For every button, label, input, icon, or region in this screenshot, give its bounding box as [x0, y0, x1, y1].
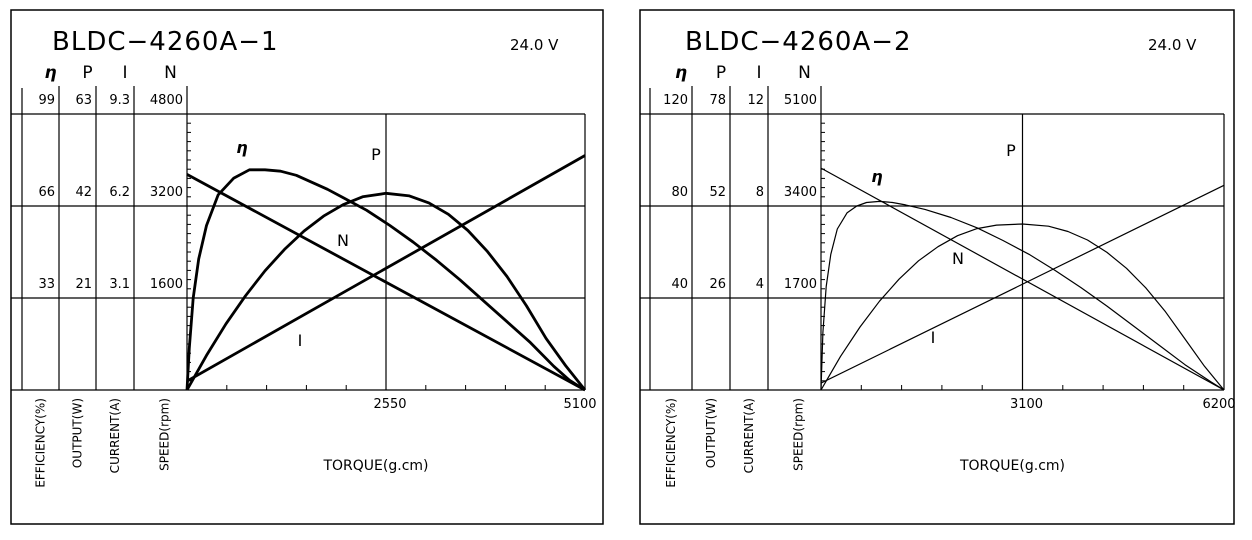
- scale-value: 42: [75, 185, 92, 200]
- scale-value: 4800: [150, 93, 183, 108]
- series-label: N: [952, 249, 964, 268]
- scale-value: 78: [709, 93, 726, 108]
- scale-value: 5100: [784, 93, 817, 108]
- series-label: P: [1006, 141, 1016, 160]
- chart-title: BLDC−4260A−1: [52, 27, 279, 57]
- scale-value: 40: [671, 277, 688, 292]
- scale-header: η: [44, 63, 56, 83]
- series-line: [820, 223, 1225, 391]
- scale-value: 63: [75, 93, 92, 108]
- scale-header: N: [798, 63, 811, 83]
- scale-header: N: [164, 63, 177, 83]
- chart-frame: [10, 9, 604, 525]
- x-tick-label: 5100: [563, 397, 596, 412]
- series-line: [186, 173, 586, 392]
- voltage-label: 24.0 V: [510, 36, 559, 54]
- scale-header: I: [756, 63, 761, 83]
- scale-value: 3.1: [109, 277, 130, 292]
- series-label: η: [236, 138, 247, 157]
- series-label: N: [337, 231, 349, 250]
- chart-frame: [639, 9, 1235, 525]
- scale-value: 4: [756, 277, 764, 292]
- series-label: I: [298, 331, 303, 350]
- scale-value: 3200: [150, 185, 183, 200]
- chart-title: BLDC−4260A−2: [685, 27, 912, 57]
- voltage-label: 24.0 V: [1148, 36, 1197, 54]
- scale-value: 80: [671, 185, 688, 200]
- scale-value: 3400: [784, 185, 817, 200]
- scale-value: 120: [663, 93, 688, 108]
- scale-value: 1700: [784, 277, 817, 292]
- series-line: [185, 168, 586, 392]
- scale-header: η: [675, 63, 687, 83]
- series-line: [820, 184, 1225, 384]
- x-tick-label: 3100: [1010, 397, 1043, 412]
- scale-header: P: [716, 63, 726, 83]
- axis-label-vertical: SPEED(rpm): [158, 398, 172, 471]
- scale-value: 9.3: [109, 93, 130, 108]
- scale-value: 6.2: [109, 185, 130, 200]
- axis-label-vertical: CURRENT(A): [108, 398, 122, 473]
- scale-value: 52: [709, 185, 726, 200]
- scale-value: 66: [38, 185, 55, 200]
- axis-label-vertical: SPEED(rpm): [792, 398, 806, 471]
- scale-header: I: [122, 63, 127, 83]
- scale-value: 1600: [150, 277, 183, 292]
- scale-value: 26: [709, 277, 726, 292]
- axis-label-vertical: EFFICIENCY(%): [664, 398, 678, 488]
- scale-value: 99: [38, 93, 55, 108]
- axis-label-vertical: OUTPUT(W): [71, 398, 85, 468]
- series-label: P: [371, 145, 381, 164]
- axis-label-vertical: CURRENT(A): [742, 398, 756, 473]
- series-line: [820, 200, 1225, 391]
- series-label: η: [871, 167, 882, 186]
- scale-value: 21: [75, 277, 92, 292]
- scale-value: 8: [756, 185, 764, 200]
- x-tick-label: 2550: [373, 397, 406, 412]
- x-tick-label: 6200: [1202, 397, 1235, 412]
- axis-label-vertical: EFFICIENCY(%): [34, 398, 48, 488]
- series-label: I: [931, 328, 936, 347]
- series-line: [820, 167, 1225, 391]
- series-line: [185, 191, 587, 391]
- scale-header: P: [82, 63, 92, 83]
- x-axis-label: TORQUE(g.cm): [959, 458, 1065, 474]
- scale-value: 33: [38, 277, 55, 292]
- scale-value: 12: [747, 93, 764, 108]
- series-line: [186, 154, 586, 383]
- axis-label-vertical: OUTPUT(W): [704, 398, 718, 468]
- x-axis-label: TORQUE(g.cm): [322, 458, 428, 474]
